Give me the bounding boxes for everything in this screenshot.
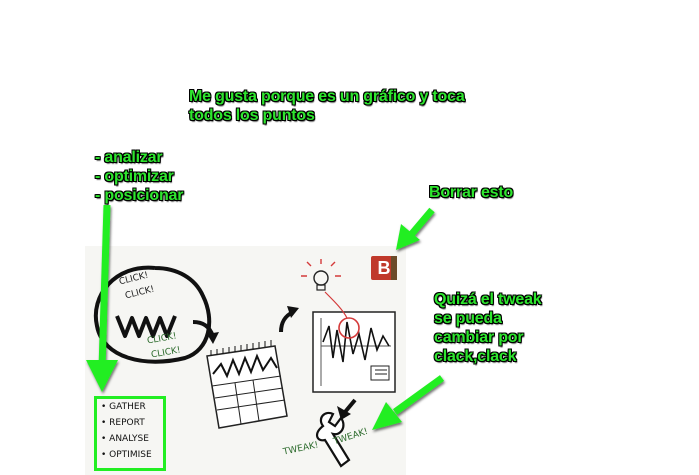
arrow-1-head: [207, 332, 219, 344]
sketch-drawing: [93, 259, 396, 468]
arrow-2-head: [287, 306, 299, 318]
note-borrar-text: Borrar esto: [429, 184, 514, 201]
badge-stripe: [391, 256, 397, 280]
analysis-chart-icon: [312, 311, 396, 393]
arrow-3-head: [337, 406, 351, 420]
note-top: Me gusta porque es un gráfico y toca tod…: [189, 87, 465, 125]
note-left-line-2: - optimizar: [95, 168, 174, 185]
note-tweak-line-1: Quizá el tweak: [434, 291, 542, 308]
note-left: - analizar - optimizar - posicionar: [95, 148, 183, 205]
note-top-line-2: todos los puntos: [189, 107, 315, 124]
note-left-line-1: - analizar: [95, 149, 163, 166]
b-badge-icon[interactable]: B: [371, 256, 397, 280]
note-tweak: Quizá el tweak se pueda cambiar por clac…: [434, 290, 542, 366]
report-calendar-icon: [206, 340, 288, 429]
highlight-list-box: • GATHER • REPORT • ANALYSE • OPTIMISE: [94, 396, 166, 471]
note-top-line-1: Me gusta porque es un gráfico y toca: [189, 88, 465, 105]
arrow-3-icon: [343, 398, 357, 414]
www-glyph: [115, 315, 177, 338]
sketch-image: CLICK! CLICK! CLICK! CLICK! TWEAK! TWEAK…: [85, 246, 406, 475]
www-circle: [93, 265, 212, 364]
lightbulb-icon: [301, 259, 348, 319]
b-badge-label: B: [377, 258, 391, 278]
note-borrar: Borrar esto: [429, 183, 513, 202]
list-item-analyse: • ANALYSE: [101, 434, 149, 444]
wrench-icon: [316, 411, 351, 468]
note-tweak-line-4: clack,clack: [434, 348, 517, 365]
note-tweak-line-2: se pueda: [434, 310, 502, 327]
note-left-line-3: - posicionar: [95, 187, 184, 204]
list-item-report: • REPORT: [101, 418, 145, 428]
list-item-gather: • GATHER: [101, 402, 146, 412]
arrow-to-badge: [396, 207, 435, 250]
note-tweak-line-3: cambiar por: [434, 329, 524, 346]
list-item-optimise: • OPTIMISE: [101, 450, 152, 460]
